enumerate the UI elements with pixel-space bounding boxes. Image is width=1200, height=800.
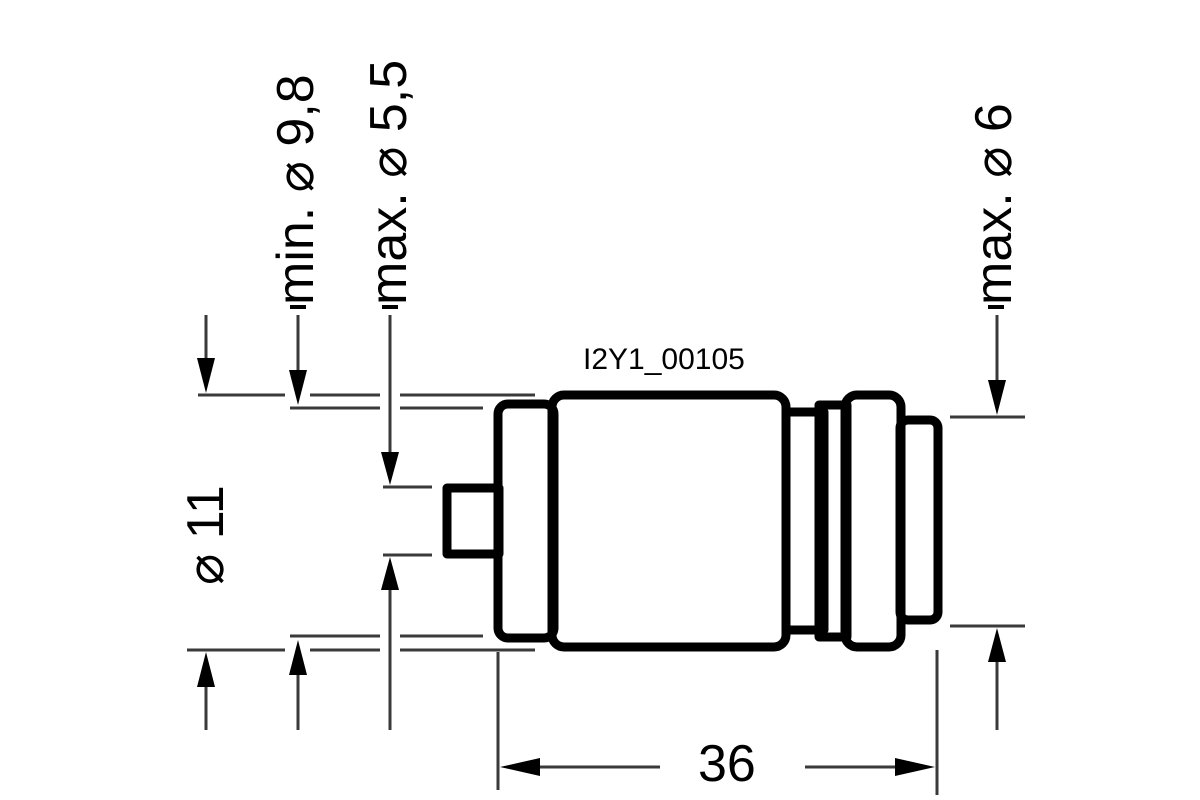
min-diameter-label: min. ⌀ 9,8 — [267, 74, 325, 305]
max-pin-diameter-label: max. ⌀ 5,5 — [360, 59, 418, 305]
part-outline — [442, 390, 943, 652]
arrowheads — [197, 358, 1006, 776]
max-end-diameter-label: max. ⌀ 6 — [965, 103, 1023, 305]
overall-diameter-label: ⌀ 11 — [177, 485, 235, 585]
part-code-label: I2Y1_00105 — [583, 343, 745, 376]
overall-length-label: 36 — [698, 735, 756, 793]
dimension-lines — [187, 315, 1025, 795]
